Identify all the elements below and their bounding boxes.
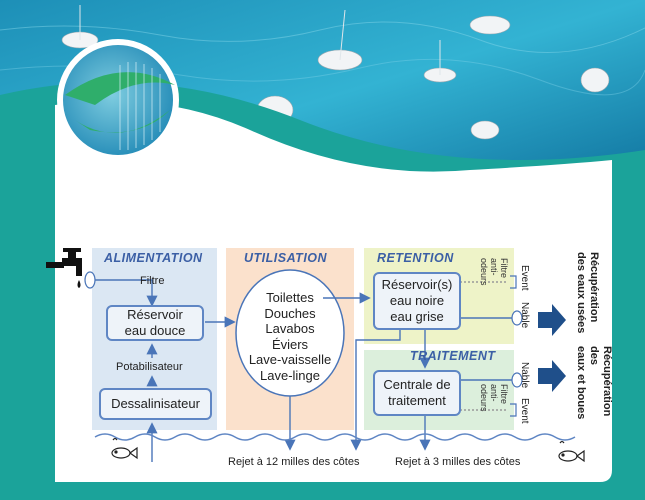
fish-icon xyxy=(558,440,585,463)
nable-label: Nable xyxy=(519,362,530,389)
panel-title-utilisation: UTILISATION xyxy=(244,251,328,265)
tap-icon xyxy=(46,248,82,288)
sea-wave xyxy=(94,433,576,441)
dessalinisateur-box: Dessalinisateur xyxy=(99,388,212,420)
panel-title-traitement: TRAITEMENT xyxy=(410,349,496,363)
nable-label: Nable xyxy=(519,302,530,329)
panel-title-retention: RETENTION xyxy=(377,251,454,265)
filtre-label: Filtre xyxy=(140,275,165,287)
panel-title-alimentation: ALIMENTATION xyxy=(104,251,203,265)
fish-icon xyxy=(111,437,138,460)
potabilisateur-label: Potabilisateur xyxy=(116,361,183,373)
event-label: Event xyxy=(519,398,530,424)
big-arrow-boues xyxy=(538,360,566,392)
usages-list: Toilettes Douches Lavabos Éviers Lave-va… xyxy=(248,290,332,383)
rejet-3-milles-label: Rejet à 3 milles des côtes xyxy=(395,456,521,468)
rejet-12-milles-label: Rejet à 12 milles des côtes xyxy=(228,456,360,468)
event-label: Event xyxy=(519,265,530,291)
big-arrow-usees xyxy=(538,304,566,336)
